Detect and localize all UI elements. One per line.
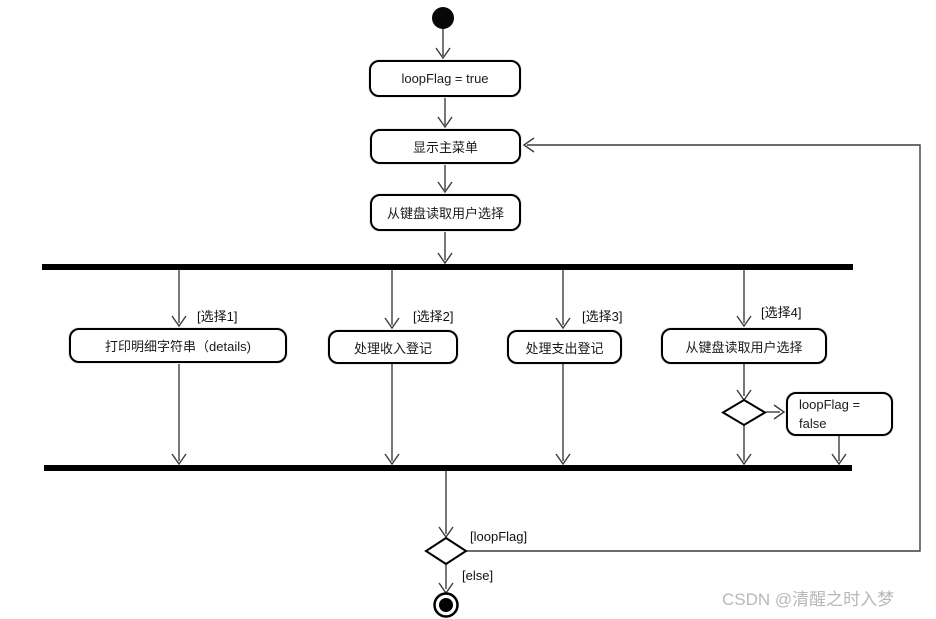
action-init-loopflag: loopFlag = true	[369, 60, 521, 97]
guard-choice4: [选择4]	[761, 305, 802, 320]
arrowhead	[736, 315, 752, 328]
arrowhead	[736, 453, 752, 466]
decision-diamond-loop	[424, 536, 468, 566]
final-node-core	[439, 598, 453, 612]
arrowhead	[555, 453, 571, 466]
arrowhead-left-into-show-menu	[522, 137, 535, 153]
arrowhead	[171, 453, 187, 466]
action-handle-income: 处理收入登记	[328, 330, 458, 364]
decision-diamond-branch4	[721, 398, 767, 427]
action-set-loopflag-false: loopFlag = false	[786, 392, 893, 436]
action-print-details: 打印明细字符串（details)	[69, 328, 287, 363]
arrowhead	[773, 404, 786, 420]
guard-choice1: [选择1]	[197, 309, 238, 324]
guard-choice2: [选择2]	[413, 309, 454, 324]
action-read-user-choice: 从键盘读取用户选择	[370, 194, 521, 231]
arrowhead	[435, 47, 451, 60]
csdn-watermark: CSDN @清醒之时入梦	[722, 590, 895, 609]
arrowhead	[171, 315, 187, 328]
arrowhead	[437, 181, 453, 194]
edge-feedback-loop	[466, 144, 921, 552]
guard-choice3: [选择3]	[582, 309, 623, 324]
arrowhead	[437, 252, 453, 265]
arrowhead	[555, 317, 571, 330]
arrowhead	[384, 453, 400, 466]
arrowhead	[437, 116, 453, 129]
join-bar	[44, 465, 852, 471]
action-handle-expense: 处理支出登记	[507, 330, 622, 364]
action-show-main-menu: 显示主菜单	[370, 129, 521, 164]
arrowhead	[831, 453, 847, 466]
arrowhead	[384, 317, 400, 330]
initial-node	[432, 7, 454, 29]
guard-else: [else]	[462, 568, 494, 583]
fork-bar	[42, 264, 853, 270]
guard-loopflag: [loopFlag]	[470, 529, 528, 544]
action-read-user-choice-2: 从键盘读取用户选择	[661, 328, 827, 364]
